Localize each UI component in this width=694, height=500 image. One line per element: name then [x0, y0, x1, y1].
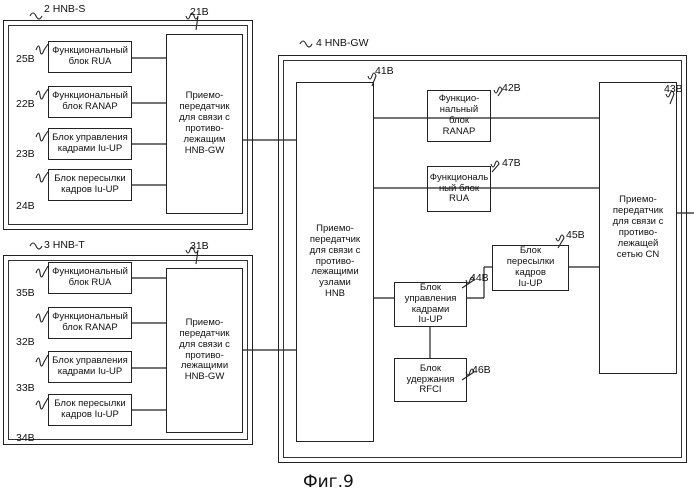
hnb-s-iu-fwd-block: Блок пересылки кадров Iu-UP [48, 169, 132, 201]
hnb-gw-ref-44b: 44B [470, 272, 489, 284]
hnb-t-rua-block: Функциональный блок RUA [48, 262, 132, 294]
hnb-t-ref-33b: 33B [16, 382, 35, 394]
hnb-gw-rfci-block: Блок удержания RFCI [394, 358, 467, 402]
hnb-gw-ref-47b: 47B [502, 157, 521, 169]
hnb-gw-transceiver-hnb: Приемо- передатчик для связи с противо- … [296, 82, 374, 442]
hnb-s-title: 2 HNB-S [44, 3, 85, 15]
hnb-gw-ranap-block: Функцио- нальный блок RANAP [427, 90, 491, 142]
hnb-s-ranap-block: Функциональный блок RANAP [48, 86, 132, 118]
hnb-t-transceiver: Приемо- передатчик для связи с противо- … [166, 268, 243, 433]
hnb-gw-ref-46b: 46B [472, 364, 491, 376]
hnb-t-transceiver-ref: 31B [190, 240, 209, 252]
hnb-gw-iu-ctrl-block: Блок управления кадрами Iu-UP [394, 282, 467, 327]
hnb-gw-transceiver-cn: Приемо- передатчик для связи с противо- … [599, 82, 677, 374]
hnb-t-title: 3 HNB-T [44, 239, 85, 251]
hnb-t-ref-32b: 32B [16, 336, 35, 348]
hnb-s-iu-ctrl-block: Блок управления кадрами Iu-UP [48, 128, 132, 160]
hnb-gw-ref-42b: 42B [502, 82, 521, 94]
hnb-s-ref-25b: 25B [16, 53, 35, 65]
hnb-t-ranap-block: Функциональный блок RANAP [48, 307, 132, 339]
hnb-s-ref-24b: 24B [16, 200, 35, 212]
hnb-t-ref-34b: 34B [16, 432, 35, 444]
hnb-s-ref-22b: 22B [16, 98, 35, 110]
hnb-gw-title: 4 HNB-GW [316, 37, 369, 49]
hnb-s-rua-block: Функциональный блок RUA [48, 41, 132, 73]
hnb-s-transceiver-ref: 21B [190, 6, 209, 18]
hnb-t-ref-35b: 35B [16, 287, 35, 299]
hnb-gw-ref-45b: 45B [566, 229, 585, 241]
figure-caption: Фиг.9 [303, 472, 354, 492]
hnb-gw-ref-43b: 43B [664, 83, 683, 95]
hnb-s-ref-23b: 23B [16, 148, 35, 160]
hnb-s-transceiver: Приемо- передатчик для связи с противо- … [166, 34, 243, 214]
hnb-gw-rua-block: Функциональ ный блок RUA [427, 166, 491, 212]
hnb-gw-ref-41b: 41B [375, 65, 394, 77]
hnb-gw-iu-fwd-block: Блок пересылки кадров Iu-UP [492, 245, 569, 291]
hnb-t-iu-ctrl-block: Блок управления кадрами Iu-UP [48, 351, 132, 383]
hnb-t-iu-fwd-block: Блок пересылки кадров Iu-UP [48, 394, 132, 426]
